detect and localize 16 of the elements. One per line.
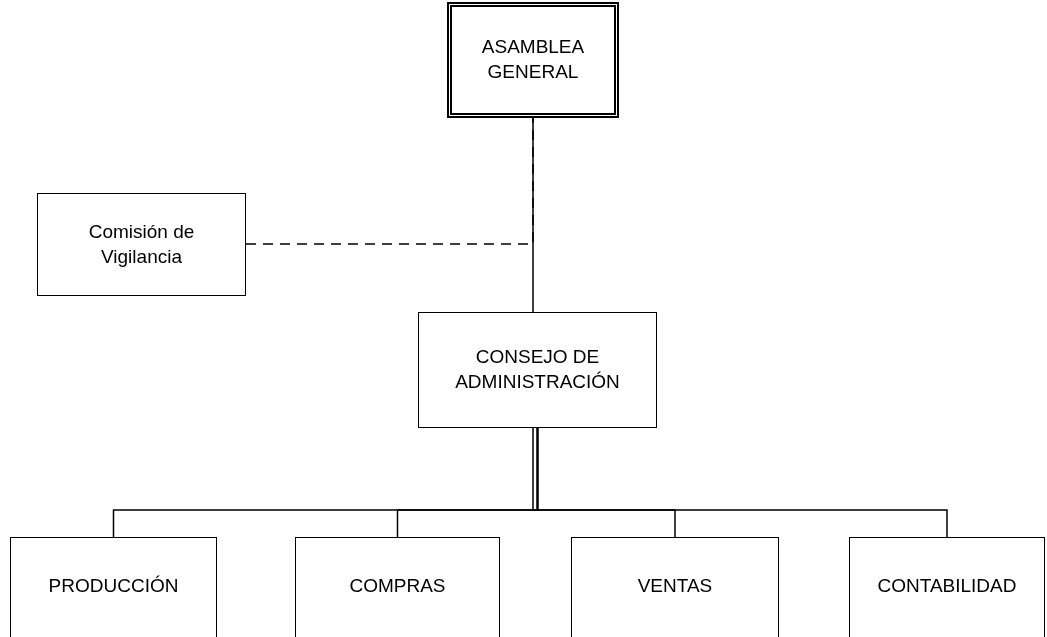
connector-line [536, 427, 948, 538]
dashed-connector [245, 117, 534, 245]
org-box [37, 193, 246, 296]
org-box [295, 537, 500, 637]
org-box [571, 537, 779, 637]
box-label: Comisión de Vigilancia [87, 219, 196, 269]
box-label: ASAMBLEA GENERAL [480, 35, 586, 84]
org-box [418, 312, 657, 428]
org-box [849, 537, 1045, 637]
box-label: VENTAS [637, 574, 713, 598]
org-box [10, 537, 217, 637]
box-label: CONTABILIDAD [877, 574, 1017, 598]
box-label: PRODUCCIÓN [48, 574, 179, 598]
box-label: CONSEJO DE ADMINISTRACIÓN [454, 345, 621, 394]
box-label: COMPRAS [349, 574, 446, 598]
org-box [447, 2, 619, 118]
